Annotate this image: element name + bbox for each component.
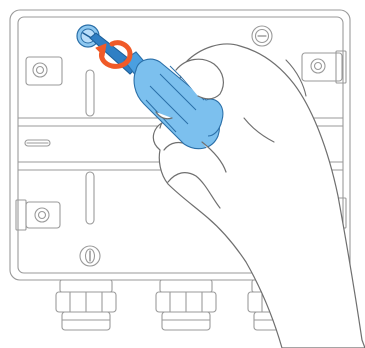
cable-gland-left xyxy=(56,280,116,330)
screw-bottom-center xyxy=(80,246,100,266)
cable-gland-center xyxy=(156,280,216,330)
mounting-lug-top-left xyxy=(26,57,62,85)
screw-top-right xyxy=(252,26,272,46)
mounting-lug-top-right xyxy=(302,51,346,83)
